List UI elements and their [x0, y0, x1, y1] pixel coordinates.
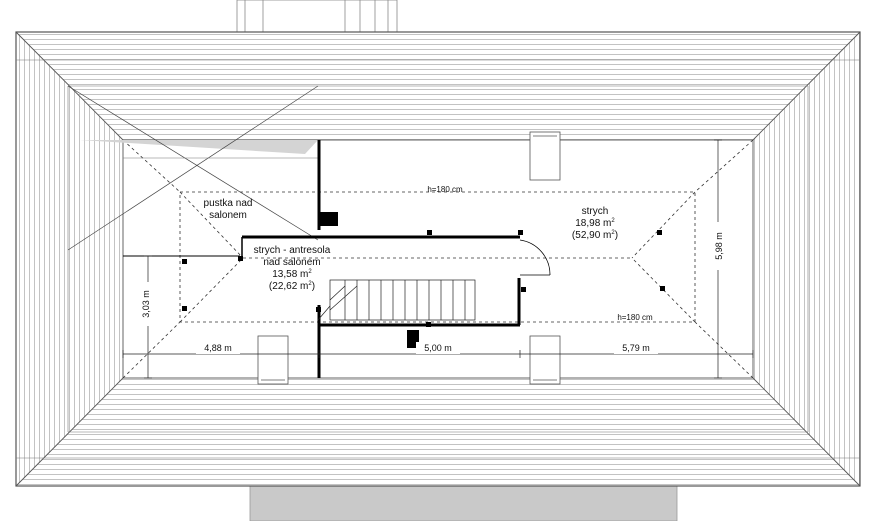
staircase	[317, 279, 476, 321]
walls	[123, 140, 521, 378]
chimney-top	[236, 0, 398, 33]
terrace-block	[249, 485, 678, 521]
door-swing	[519, 239, 551, 276]
roof-windows	[257, 131, 561, 385]
void-area	[67, 85, 319, 251]
roof	[15, 31, 861, 487]
column-markers	[182, 230, 665, 327]
